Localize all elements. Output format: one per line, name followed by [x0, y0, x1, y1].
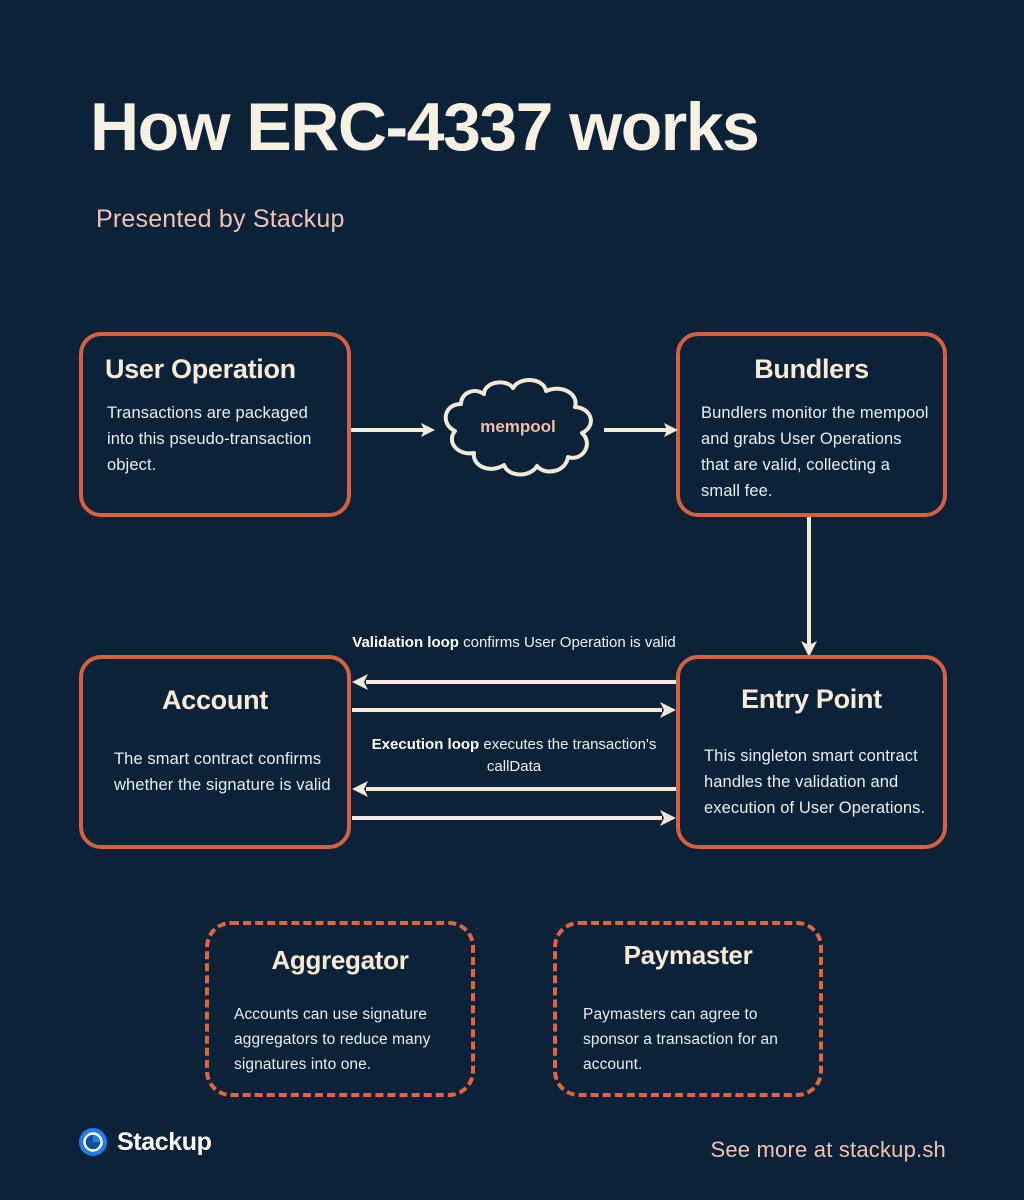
page-title: How ERC-4337 works — [90, 89, 760, 165]
card-title-entry-point: Entry Point — [741, 684, 882, 714]
execution-loop-label-rest: executes the transaction's callData — [479, 736, 657, 775]
card-aggregator: Aggregator Accounts can use signature ag… — [205, 921, 475, 1097]
card-account: Account The smart contract confirms whet… — [79, 655, 351, 849]
card-title-paymaster: Paymaster — [623, 940, 753, 970]
cloud-icon — [443, 378, 593, 477]
card-body-account: The smart contract confirms whether the … — [114, 750, 331, 794]
arrow-bundlers-to-entry-point — [801, 517, 817, 657]
arrow-user-operation-to-mempool — [351, 423, 435, 437]
card-bundlers: Bundlers Bundlers monitor the mempool an… — [676, 332, 947, 517]
validation-loop-label-bold: Validation loop — [352, 634, 459, 651]
card-body-bundlers: Bundlers monitor the mempool and grabs U… — [701, 404, 929, 500]
mempool-cloud: mempool — [432, 374, 604, 484]
card-title-bundlers: Bundlers — [754, 354, 869, 384]
mempool-label: mempool — [480, 417, 556, 436]
arrow-validation-account-to-entry-point — [352, 702, 676, 718]
card-body-aggregator: Accounts can use signature aggregators t… — [234, 1006, 431, 1073]
card-paymaster: Paymaster Paymasters can agree to sponso… — [553, 921, 823, 1097]
validation-loop-label: Validation loop confirms User Operation … — [352, 632, 676, 654]
card-title-account: Account — [162, 685, 268, 715]
card-title-user-operation: User Operation — [105, 354, 296, 384]
card-user-operation: User Operation Transactions are packaged… — [79, 332, 351, 517]
arrow-execution-account-to-entry-point — [352, 810, 676, 826]
card-entry-point: Entry Point This singleton smart contrac… — [676, 655, 947, 849]
footer-link[interactable]: See more at stackup.sh — [710, 1137, 946, 1162]
execution-loop-label-bold: Execution loop — [371, 736, 480, 753]
validation-loop-label-rest: confirms User Operation is valid — [458, 634, 676, 651]
card-body-user-operation: Transactions are packaged into this pseu… — [107, 404, 312, 474]
execution-loop-label: Execution loop executes the transaction'… — [352, 734, 676, 778]
arrow-validation-entry-point-to-account — [352, 674, 676, 690]
arrow-mempool-to-bundlers — [604, 423, 678, 437]
card-body-paymaster: Paymasters can agree to sponsor a transa… — [583, 1006, 778, 1073]
card-title-aggregator: Aggregator — [271, 945, 409, 975]
footer-logo-text: Stackup — [117, 1127, 212, 1156]
page-subtitle: Presented by Stackup — [96, 205, 345, 233]
stackup-logo-icon — [79, 1128, 107, 1156]
arrow-execution-entry-point-to-account — [352, 781, 676, 797]
footer-logo[interactable]: Stackup — [78, 1127, 212, 1157]
card-body-entry-point: This singleton smart contract handles th… — [704, 747, 926, 817]
